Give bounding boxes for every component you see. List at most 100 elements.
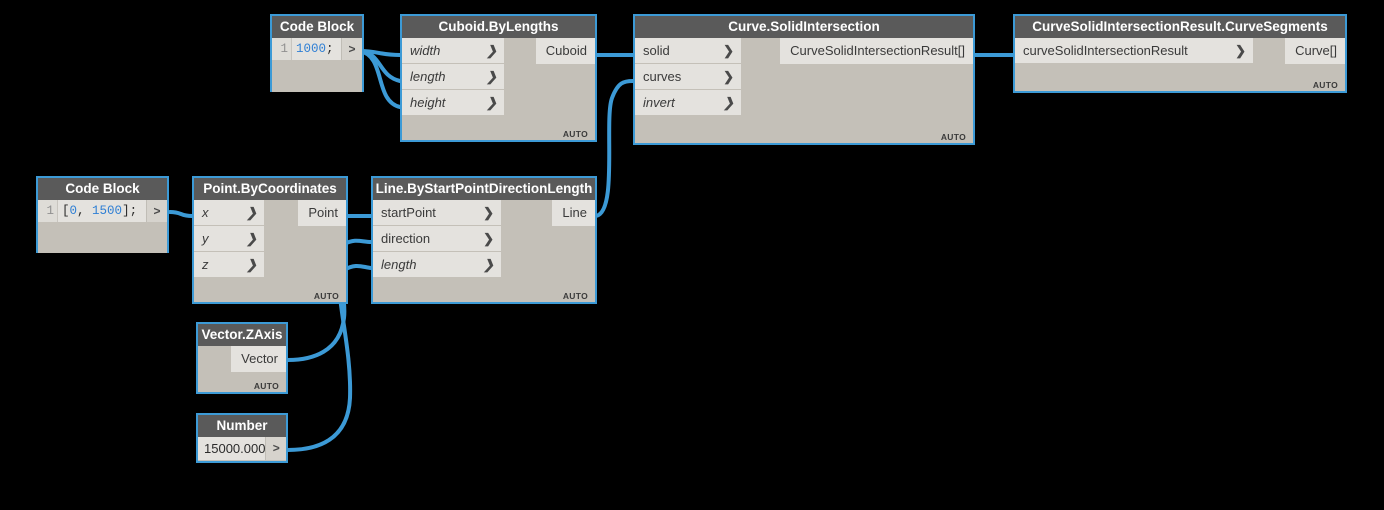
input-port-label: direction: [381, 231, 431, 246]
node-run-status: AUTO: [313, 291, 339, 301]
input-port-curvesolidintersectionresult[interactable]: curveSolidIntersectionResult ❯: [1015, 38, 1253, 64]
output-port-list: Curve[]: [1285, 38, 1345, 64]
node-title: CurveSolidIntersectionResult.CurveSegmen…: [1015, 16, 1345, 38]
node-title: Code Block: [38, 178, 167, 200]
output-port-list: Point: [298, 200, 346, 226]
number-value-input[interactable]: 15000.000: [204, 441, 266, 456]
node-point-bycoordinates[interactable]: Point.ByCoordinates x ❯ y ❯ z ❯ Point A: [192, 176, 348, 304]
input-port-label: y: [202, 231, 209, 246]
input-port-label: z: [202, 257, 209, 272]
node-title: Line.ByStartPointDirectionLength: [373, 178, 595, 200]
node-code-block-top[interactable]: Code Block 1 1000; >: [270, 14, 364, 92]
code-token-number: 1000: [296, 42, 327, 56]
node-title: Cuboid.ByLengths: [402, 16, 595, 38]
node-title: Code Block: [272, 16, 362, 38]
output-port-cuboid[interactable]: Cuboid: [535, 38, 595, 64]
wire-codeblock-to-height: [358, 49, 402, 109]
input-port-label: length: [381, 257, 417, 272]
output-port-list: Line: [552, 200, 595, 226]
output-port-curve-array[interactable]: Curve[]: [1285, 38, 1345, 64]
chevron-right-icon: ❯: [723, 43, 734, 58]
input-port-label: curveSolidIntersectionResult: [1023, 43, 1188, 58]
code-editor-text[interactable]: 1000;: [291, 38, 341, 60]
chevron-right-icon: ❯: [723, 69, 734, 84]
code-output-port[interactable]: >: [341, 38, 362, 60]
input-port-list: startPoint ❯ direction ❯ length ❯: [373, 200, 501, 278]
code-line-row[interactable]: 1 1000; >: [272, 38, 362, 60]
chevron-right-icon: ❯: [483, 257, 494, 272]
output-port-line[interactable]: Line: [552, 200, 595, 226]
node-curve-solidintersection[interactable]: Curve.SolidIntersection solid ❯ curves ❯…: [633, 14, 975, 145]
node-run-status: AUTO: [940, 132, 966, 142]
input-port-z[interactable]: z ❯: [194, 252, 264, 278]
node-title: Number: [198, 415, 286, 437]
code-line-number: 1: [38, 200, 57, 222]
output-port-result[interactable]: CurveSolidIntersectionResult[]: [780, 38, 973, 64]
input-port-list: solid ❯ curves ❯ invert ❯: [635, 38, 741, 116]
number-value-row[interactable]: 15000.000 >: [198, 437, 286, 460]
input-port-label: curves: [643, 69, 682, 84]
node-filler: [272, 60, 362, 92]
wire-line-to-curves: [594, 79, 635, 218]
chevron-right-icon: ❯: [483, 205, 494, 220]
code-token-punct: ,: [77, 204, 93, 218]
output-port-list: Vector: [231, 346, 286, 372]
input-port-label: length: [410, 69, 446, 84]
input-port-length[interactable]: length ❯: [373, 252, 501, 278]
chevron-right-icon: ❯: [1235, 43, 1246, 58]
input-port-label: x: [202, 205, 209, 220]
input-port-list: x ❯ y ❯ z ❯: [194, 200, 264, 278]
node-cuboid-bylengths[interactable]: Cuboid.ByLengths width ❯ length ❯ height…: [400, 14, 597, 142]
input-port-width[interactable]: width ❯: [402, 38, 504, 64]
input-port-y[interactable]: y ❯: [194, 226, 264, 252]
node-run-status: AUTO: [1312, 80, 1338, 90]
code-output-port[interactable]: >: [146, 200, 167, 222]
node-title: Point.ByCoordinates: [194, 178, 346, 200]
chevron-right-icon: ❯: [246, 205, 257, 220]
chevron-right-icon: ❯: [486, 69, 497, 84]
input-port-label: height: [410, 95, 446, 110]
code-token-punct: [: [62, 204, 70, 218]
input-port-label: invert: [643, 95, 675, 110]
input-port-direction[interactable]: direction ❯: [373, 226, 501, 252]
node-vector-zaxis[interactable]: Vector.ZAxis Vector AUTO: [196, 322, 288, 394]
node-title: Curve.SolidIntersection: [635, 16, 973, 38]
node-run-status: AUTO: [253, 381, 279, 391]
number-output-port[interactable]: >: [265, 437, 286, 460]
input-port-label: solid: [643, 43, 670, 58]
chevron-right-icon: ❯: [486, 95, 497, 110]
code-token-number: 1500: [92, 204, 123, 218]
code-token-punct: ];: [122, 204, 138, 218]
input-port-label: startPoint: [381, 205, 436, 220]
wire-codeblock-to-length: [358, 49, 402, 83]
chevron-right-icon: ❯: [723, 95, 734, 110]
input-port-list: width ❯ length ❯ height ❯: [402, 38, 504, 116]
output-port-point[interactable]: Point: [298, 200, 346, 226]
input-port-x[interactable]: x ❯: [194, 200, 264, 226]
chevron-right-icon: ❯: [246, 257, 257, 272]
input-port-invert[interactable]: invert ❯: [635, 90, 741, 116]
node-line-bystartpointdirectionlength[interactable]: Line.ByStartPointDirectionLength startPo…: [371, 176, 597, 304]
input-port-length[interactable]: length ❯: [402, 64, 504, 90]
input-port-solid[interactable]: solid ❯: [635, 38, 741, 64]
node-run-status: AUTO: [562, 129, 588, 139]
input-port-label: width: [410, 43, 441, 58]
output-port-list: Cuboid: [535, 38, 595, 64]
input-port-curves[interactable]: curves ❯: [635, 64, 741, 90]
chevron-right-icon: ❯: [486, 43, 497, 58]
output-port-list: CurveSolidIntersectionResult[]: [780, 38, 973, 64]
code-line-number: 1: [272, 38, 291, 60]
output-port-vector[interactable]: Vector: [231, 346, 286, 372]
code-line-row[interactable]: 1 [0, 1500]; >: [38, 200, 167, 222]
node-filler: [38, 222, 167, 253]
wire-codeblock-to-width: [358, 49, 402, 57]
wire-codeblock2-to-x: [168, 210, 194, 218]
input-port-startpoint[interactable]: startPoint ❯: [373, 200, 501, 226]
chevron-right-icon: ❯: [483, 231, 494, 246]
node-number[interactable]: Number 15000.000 >: [196, 413, 288, 463]
input-port-height[interactable]: height ❯: [402, 90, 504, 116]
node-curvesegments[interactable]: CurveSolidIntersectionResult.CurveSegmen…: [1013, 14, 1347, 93]
code-editor-text[interactable]: [0, 1500];: [57, 200, 146, 222]
node-code-block-bottom[interactable]: Code Block 1 [0, 1500]; >: [36, 176, 169, 253]
